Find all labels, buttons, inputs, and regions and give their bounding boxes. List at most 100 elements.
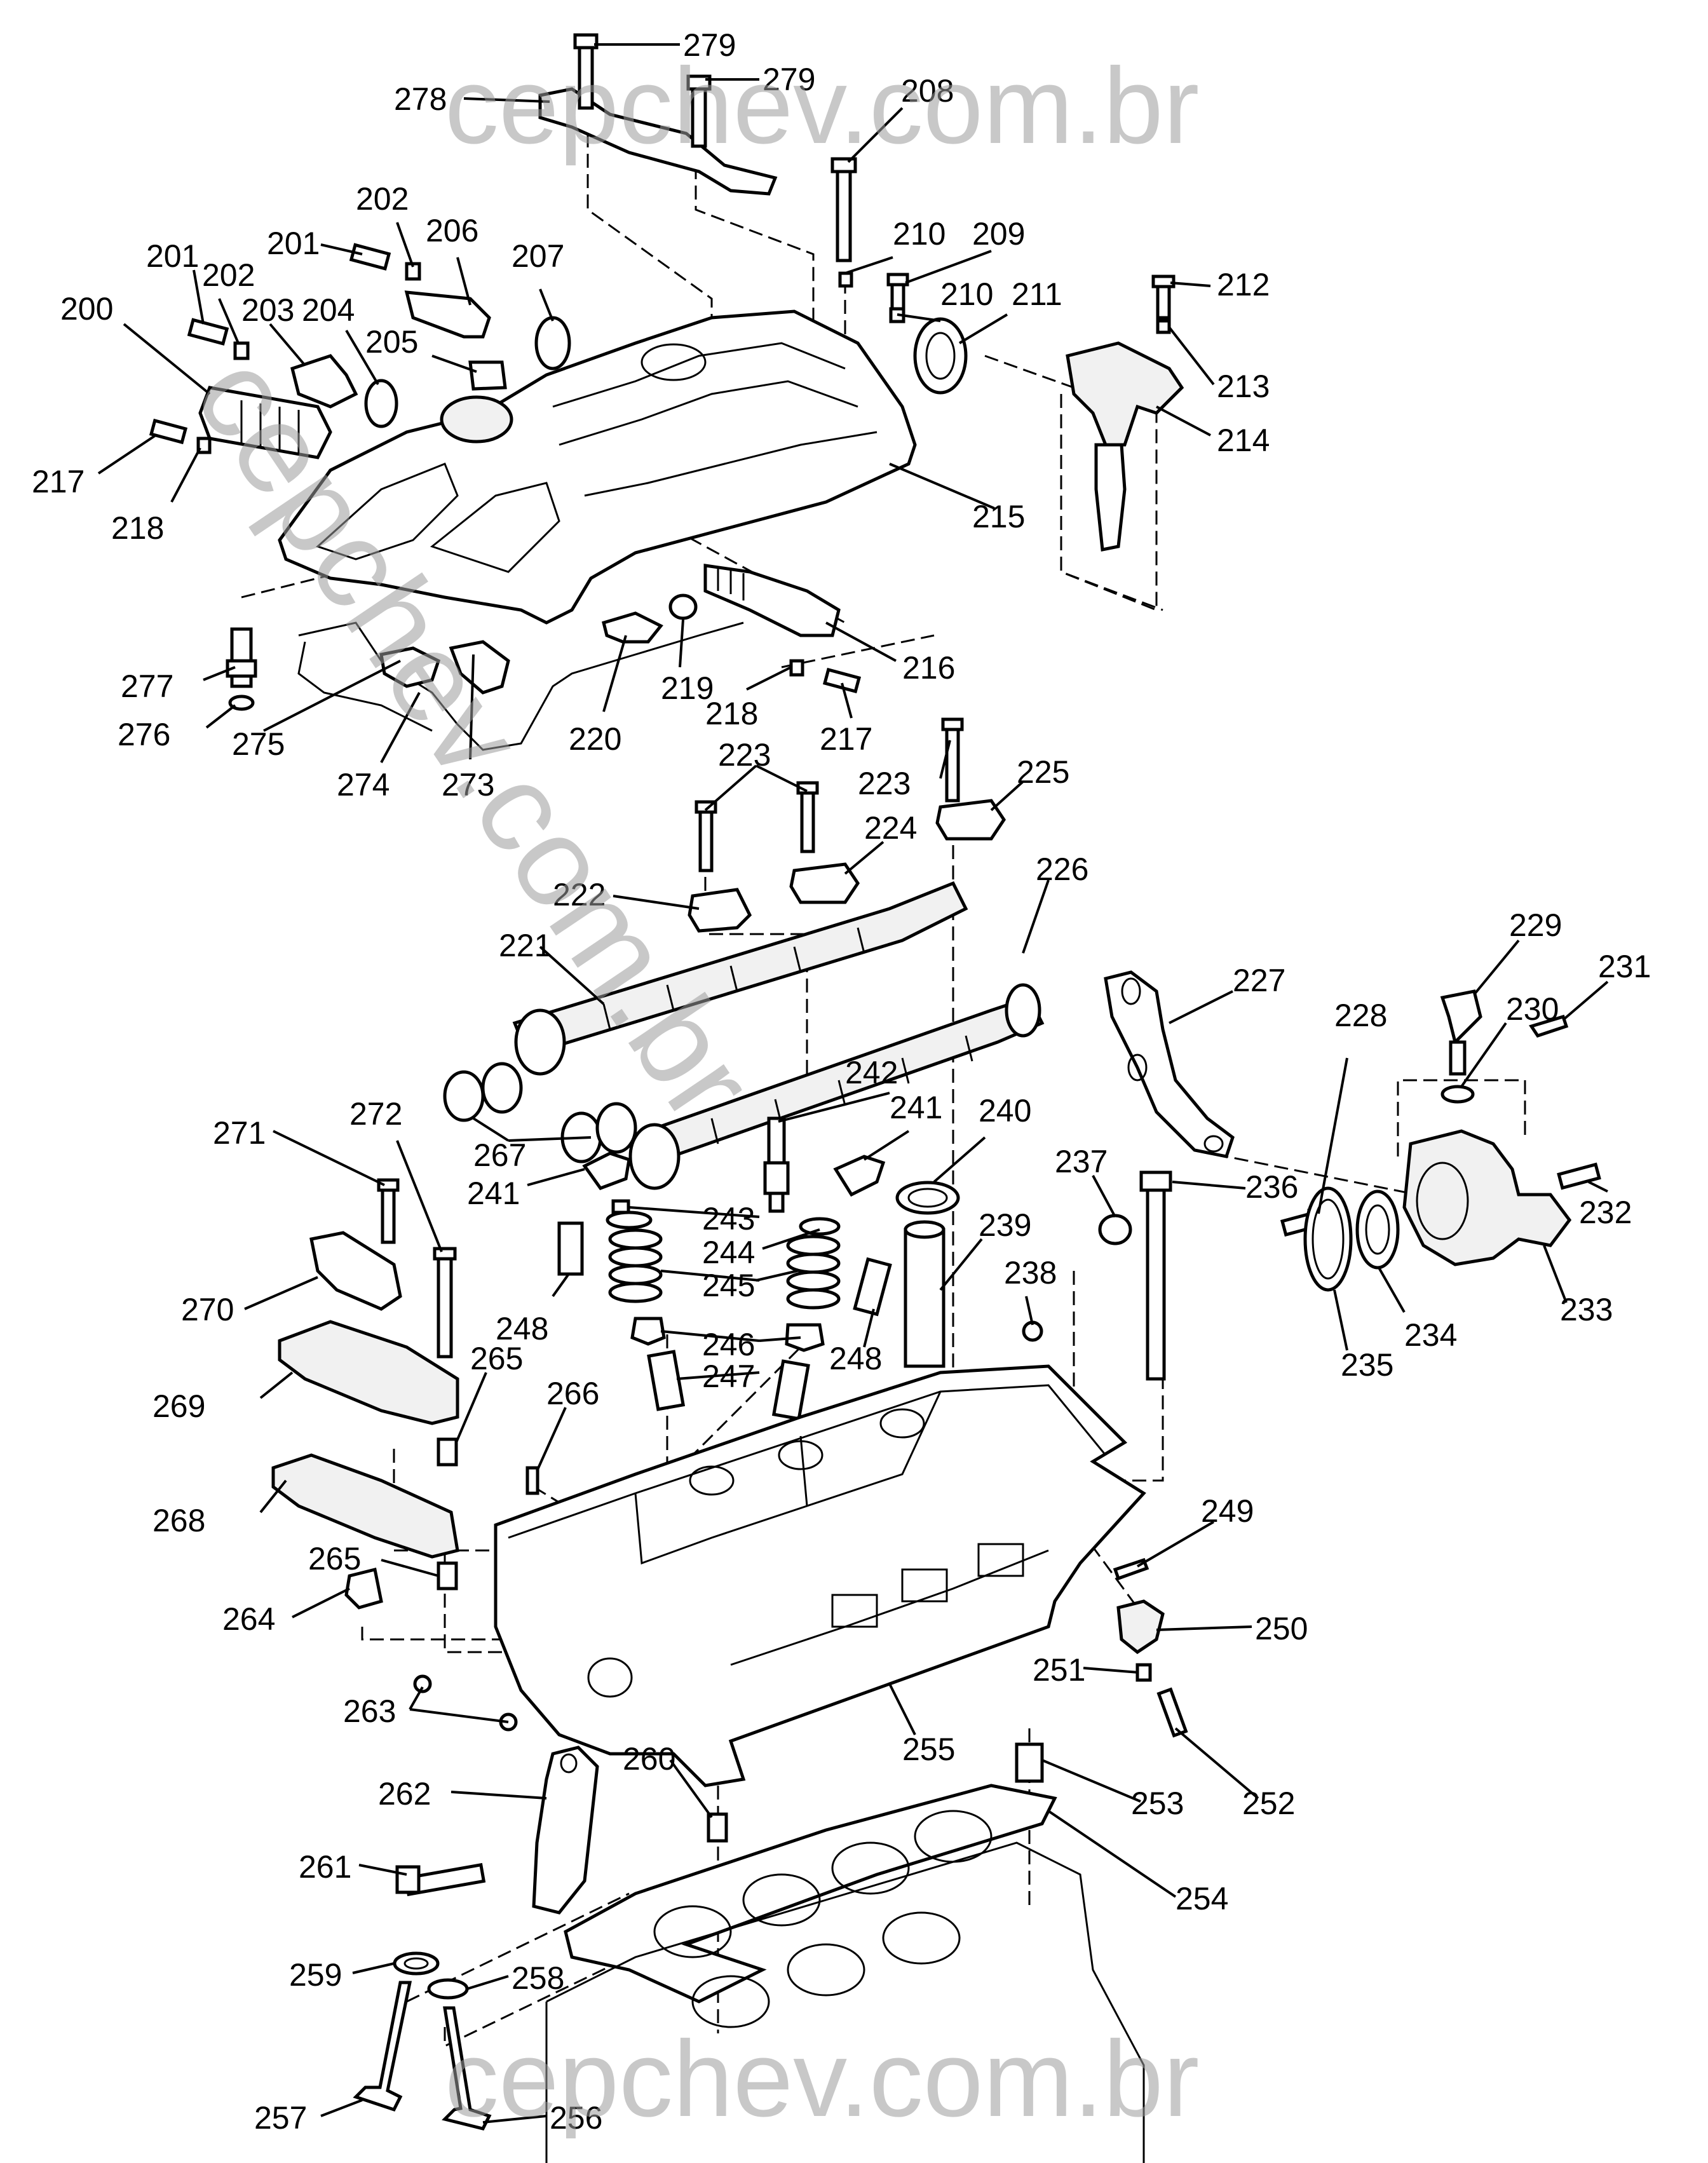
callout-202-b: 202 <box>202 257 255 293</box>
callout-205: 205 <box>365 324 418 360</box>
keeper-243 <box>611 1199 630 1214</box>
ignition-coil-214 <box>1066 341 1184 447</box>
bolt-201-b <box>349 243 391 271</box>
callout-230: 230 <box>1506 991 1559 1027</box>
valve-seal-246 <box>630 1317 666 1346</box>
callout-labels: 279 279 278 208 202 206 201 207 210 209 … <box>32 27 1651 2136</box>
callout-250: 250 <box>1255 1611 1308 1646</box>
plug-237 <box>1098 1214 1132 1245</box>
callout-264: 264 <box>222 1601 275 1637</box>
plug-238 <box>1022 1320 1043 1342</box>
washer-210 <box>838 271 853 288</box>
seal-211 <box>913 317 968 395</box>
callout-218-b: 218 <box>705 696 758 731</box>
callout-268: 268 <box>152 1503 205 1538</box>
callout-248-b: 248 <box>829 1341 882 1376</box>
rocker-arm-241 <box>833 1155 886 1197</box>
callout-238: 238 <box>1004 1255 1057 1291</box>
callout-254: 254 <box>1176 1881 1228 1916</box>
bracket-262 <box>532 1746 599 1915</box>
dowel-266 <box>525 1466 539 1495</box>
valve-256 <box>442 2006 492 2131</box>
plug-263 <box>413 1674 432 1693</box>
guide-275 <box>379 646 441 688</box>
callout-278: 278 <box>394 81 447 117</box>
leader-lines <box>97 43 1609 2124</box>
lifter-248 <box>557 1221 584 1276</box>
washer-251 <box>1135 1663 1152 1682</box>
callout-244: 244 <box>702 1235 755 1270</box>
bushing-219 <box>668 593 698 620</box>
callout-243: 243 <box>702 1201 755 1237</box>
callout-279-b: 279 <box>762 62 815 97</box>
cap-222 <box>688 888 752 933</box>
seal-230 <box>1440 1085 1475 1104</box>
callout-237: 237 <box>1055 1144 1108 1179</box>
callout-253: 253 <box>1131 1786 1184 1821</box>
callout-261: 261 <box>299 1849 351 1885</box>
bolt-201 <box>187 318 229 346</box>
cap-268 <box>271 1453 459 1559</box>
bolt-223-b <box>800 786 815 853</box>
bolt-232 <box>1557 1162 1601 1190</box>
callout-269: 269 <box>152 1388 205 1424</box>
callout-251: 251 <box>1033 1652 1085 1688</box>
cap-224 <box>789 862 860 904</box>
callout-213: 213 <box>1217 369 1270 404</box>
callout-233: 233 <box>1560 1292 1613 1327</box>
callout-275: 275 <box>232 726 285 762</box>
callout-279: 279 <box>683 27 736 63</box>
callout-256: 256 <box>550 2100 602 2136</box>
callout-200: 200 <box>60 291 113 327</box>
callout-232: 232 <box>1579 1195 1632 1230</box>
callout-221: 221 <box>499 928 552 963</box>
engine-block <box>545 1841 1145 2163</box>
retainer-244 <box>606 1210 653 1230</box>
callout-225: 225 <box>1017 754 1069 790</box>
callout-223: 223 <box>718 737 771 773</box>
callout-206: 206 <box>426 213 478 248</box>
callout-220: 220 <box>569 721 621 757</box>
callout-226: 226 <box>1036 851 1088 887</box>
bracket-227 <box>1104 970 1235 1158</box>
follower-239 <box>904 1228 946 1368</box>
spring-245 <box>608 1228 663 1303</box>
callout-223-b: 223 <box>858 766 911 801</box>
bolt-217-b <box>822 667 862 694</box>
callout-217-b: 217 <box>820 721 872 757</box>
watermark-bottom: cepchev.com.br <box>445 2019 1199 2139</box>
callout-229: 229 <box>1509 907 1562 943</box>
sensor-250 <box>1116 1599 1165 1655</box>
callout-246: 246 <box>702 1327 755 1362</box>
callout-267: 267 <box>473 1137 526 1173</box>
callout-248: 248 <box>496 1311 548 1346</box>
callout-242: 242 <box>845 1055 898 1090</box>
bolt-272 <box>437 1253 453 1359</box>
callout-210-b: 210 <box>940 276 993 312</box>
washer-218 <box>196 437 212 454</box>
callout-222: 222 <box>553 877 606 912</box>
guide-220 <box>601 611 663 644</box>
callout-234: 234 <box>1404 1317 1457 1353</box>
callout-259: 259 <box>289 1957 342 1993</box>
bolt-271 <box>381 1183 396 1244</box>
callout-252: 252 <box>1242 1786 1295 1821</box>
callout-255: 255 <box>902 1732 955 1767</box>
callout-228: 228 <box>1334 998 1387 1033</box>
bolt-217 <box>149 418 188 445</box>
callout-245: 245 <box>702 1268 755 1303</box>
guide-273 <box>449 640 510 695</box>
dowel-265 <box>437 1437 458 1467</box>
rocker-arm-241-b <box>582 1151 631 1191</box>
dowel-265-b <box>437 1561 458 1590</box>
washer-202 <box>233 341 250 360</box>
callout-239: 239 <box>979 1207 1031 1243</box>
callout-265: 265 <box>470 1341 523 1376</box>
clip-231 <box>1529 1014 1569 1038</box>
callout-235: 235 <box>1341 1347 1393 1383</box>
cylinder-head-255 <box>494 1364 1146 1787</box>
callout-210: 210 <box>893 216 946 252</box>
callout-271: 271 <box>213 1115 266 1151</box>
timing-chain-274 <box>298 621 744 751</box>
